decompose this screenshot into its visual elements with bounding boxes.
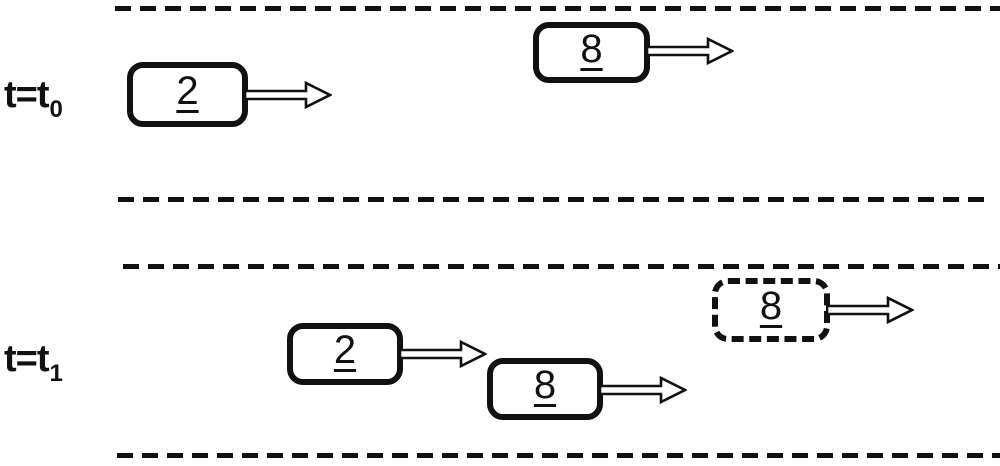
arrow-right-icon	[646, 36, 734, 66]
vehicle-box-8-t1: 8	[487, 358, 603, 420]
vehicle-label: 8	[580, 26, 603, 71]
vehicle-label: 8	[759, 284, 783, 328]
vehicle-box-8-t1-ghost: 8	[712, 278, 830, 342]
vehicle-box-8-t0: 8	[533, 22, 650, 83]
lane-marking-lower-top	[123, 264, 1000, 269]
time-label-t0: t=t0	[4, 74, 63, 123]
vehicle-box-2-t1: 2	[287, 323, 403, 385]
arrow-right-icon	[244, 80, 332, 110]
time-label-t0-subscript: 0	[49, 96, 63, 123]
time-label-t1-subscript: 1	[49, 360, 63, 387]
time-label-t1: t=t1	[4, 338, 63, 387]
vehicle-label: 2	[333, 328, 357, 372]
lane-marking-top	[115, 6, 1000, 11]
time-label-t1-text: t=t	[4, 338, 49, 380]
vehicle-label: 8	[533, 363, 557, 407]
vehicle-box-2-t0: 2	[127, 62, 248, 127]
arrow-right-icon	[399, 339, 487, 369]
time-label-t0-text: t=t	[4, 74, 49, 116]
arrow-right-icon	[826, 295, 914, 325]
lane-marking-upper-bottom	[118, 197, 990, 202]
arrow-right-icon	[599, 375, 687, 405]
lane-marking-bottom	[117, 453, 1000, 458]
vehicle-label: 2	[176, 68, 199, 113]
